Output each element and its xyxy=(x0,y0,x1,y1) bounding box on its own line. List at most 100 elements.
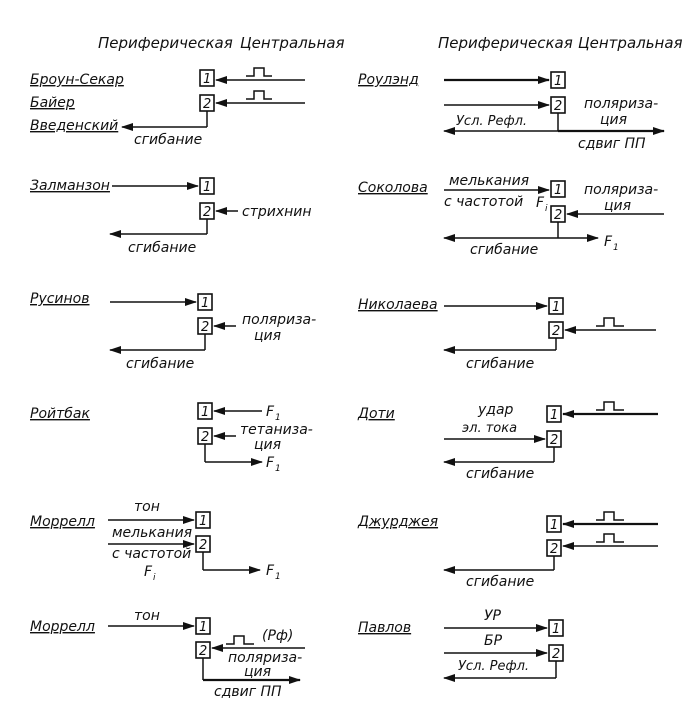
peripheral-input-label: мелькания xyxy=(112,525,192,541)
node-1-box xyxy=(548,297,564,315)
node-1-label: 1 xyxy=(201,405,209,420)
output-label: сгибание xyxy=(128,240,196,256)
central-input-label: ция xyxy=(254,437,281,453)
central-input-label: стрихнин xyxy=(242,204,312,220)
node-1-box xyxy=(550,180,566,198)
peripheral-input-label: с частотой xyxy=(444,194,523,210)
node-1-box xyxy=(546,515,562,533)
author-name: Моррелл xyxy=(30,514,95,530)
pulse-icon xyxy=(596,511,624,521)
output-label: сгибание xyxy=(126,356,194,372)
frequency-label: F xyxy=(144,564,153,580)
frequency-subscript: 1 xyxy=(275,413,281,423)
node-2-label: 2 xyxy=(552,647,560,662)
node-1-label: 1 xyxy=(550,408,558,423)
peripheral-input-label: БР xyxy=(484,633,503,649)
conditioned-reflex-label: Усл. Рефл. xyxy=(456,114,527,129)
node-1-box xyxy=(546,405,562,423)
header-right-peripheral: Периферическая xyxy=(438,34,573,52)
central-input-label: ция xyxy=(254,328,281,344)
node-1-label: 1 xyxy=(550,518,558,533)
author-name: Ройтбак xyxy=(30,406,90,422)
scheme-zalmanzon: Залманзон 1 2 стрихнин сгибание xyxy=(30,177,312,256)
node-2-label: 2 xyxy=(203,97,211,112)
scheme-rusinov: Русинов 1 2 поляриза- ция сгибание xyxy=(30,291,316,372)
scheme-sokolova: Соколова 1 2 мелькания с частотой F i по… xyxy=(358,173,664,258)
output-frequency-subscript: 1 xyxy=(613,243,619,253)
scheme-rowland: Роулэнд 1 2 поляриза- ция Усл. Рефл. сдв… xyxy=(358,71,665,152)
node-1-label: 1 xyxy=(552,622,560,637)
author-name: Роулэнд xyxy=(358,72,419,88)
peripheral-input-label: удар xyxy=(477,402,514,418)
frequency-label: F xyxy=(536,195,545,211)
header-left-peripheral: Периферическая xyxy=(98,34,233,52)
author-name: Залманзон xyxy=(30,178,110,194)
header-left-central: Центральная xyxy=(240,34,345,52)
central-input-label: поляриза- xyxy=(584,182,658,198)
output-label: F xyxy=(266,455,275,471)
node-2-label: 2 xyxy=(552,324,560,339)
scheme-giurgea: Джурджея 1 2 сгибание xyxy=(357,511,658,590)
peripheral-input-label: мелькания xyxy=(449,173,529,189)
output-subscript: 1 xyxy=(275,464,281,474)
central-input-label: ция xyxy=(600,112,627,128)
node-2-label: 2 xyxy=(554,208,562,223)
node-2-label: 2 xyxy=(203,205,211,220)
node-1-box xyxy=(199,177,215,195)
author-name: Джурджея xyxy=(357,514,438,530)
author-name: Павлов xyxy=(358,620,411,636)
node-1-box xyxy=(195,617,211,635)
peripheral-input-label: с частотой xyxy=(112,546,191,562)
pulse-icon xyxy=(226,635,254,645)
output-label: сдвиг ПП xyxy=(578,136,646,152)
node-1-label: 1 xyxy=(203,72,211,87)
node-1-label: 1 xyxy=(554,183,562,198)
pulse-icon xyxy=(246,67,272,77)
author-name: Русинов xyxy=(30,291,90,307)
node-2-label: 2 xyxy=(554,99,562,114)
central-input-label: поляриза- xyxy=(584,96,658,112)
node-1-label: 1 xyxy=(552,300,560,315)
node-2-label: 2 xyxy=(550,433,558,448)
output-label: сгибание xyxy=(466,466,534,482)
author-name: Введенский xyxy=(30,118,118,134)
output-label: сгибание xyxy=(466,574,534,590)
author-name: Соколова xyxy=(358,180,428,196)
scheme-doty: Доти 1 2 удар эл. тока сгибание xyxy=(357,401,658,482)
pulse-icon xyxy=(596,533,624,543)
node-1-box xyxy=(548,619,564,637)
scheme-pavlov: Павлов 1 2 УР БР Усл. Рефл. xyxy=(358,608,564,682)
node-2-label: 2 xyxy=(201,320,209,335)
pulse-icon xyxy=(596,401,624,411)
pulse-icon xyxy=(246,90,272,100)
frequency-subscript: i xyxy=(153,573,156,583)
central-input-label: поляриза- xyxy=(228,650,302,666)
node-1-label: 1 xyxy=(554,74,562,89)
central-input-label: ция xyxy=(604,198,631,214)
frequency-label: F xyxy=(266,404,275,420)
peripheral-input-label: УР xyxy=(484,608,502,624)
node-1-box xyxy=(197,402,213,420)
node-1-box xyxy=(550,71,566,89)
node-1-box xyxy=(199,69,215,87)
output-subscript: 1 xyxy=(275,572,281,582)
scheme-morrell-1: Моррелл 1 2 тон мелькания с частотой F i… xyxy=(30,499,281,583)
node-1-label: 1 xyxy=(199,514,207,529)
frequency-subscript: i xyxy=(545,204,548,214)
scheme-roitbak: Ройтбак 1 2 F 1 тетаниза- ция F 1 xyxy=(30,402,313,474)
author-name: Байер xyxy=(30,95,75,111)
output-frequency-label: F xyxy=(604,234,613,250)
output-label: сдвиг ПП xyxy=(214,684,282,700)
pulse-icon xyxy=(596,317,624,327)
peripheral-input-label: тон xyxy=(134,608,160,624)
header-right-central: Центральная xyxy=(578,34,683,52)
central-input-label: ция xyxy=(244,664,271,680)
author-name: Моррелл xyxy=(30,619,95,635)
author-name: Николаева xyxy=(358,297,438,313)
central-input-label: (Рф) xyxy=(262,628,293,644)
node-1-label: 1 xyxy=(199,620,207,635)
node-1-label: 1 xyxy=(203,180,211,195)
scheme-morrell-2: Моррелл 1 2 тон (Рф) поляриза- ция сдвиг… xyxy=(30,608,305,700)
